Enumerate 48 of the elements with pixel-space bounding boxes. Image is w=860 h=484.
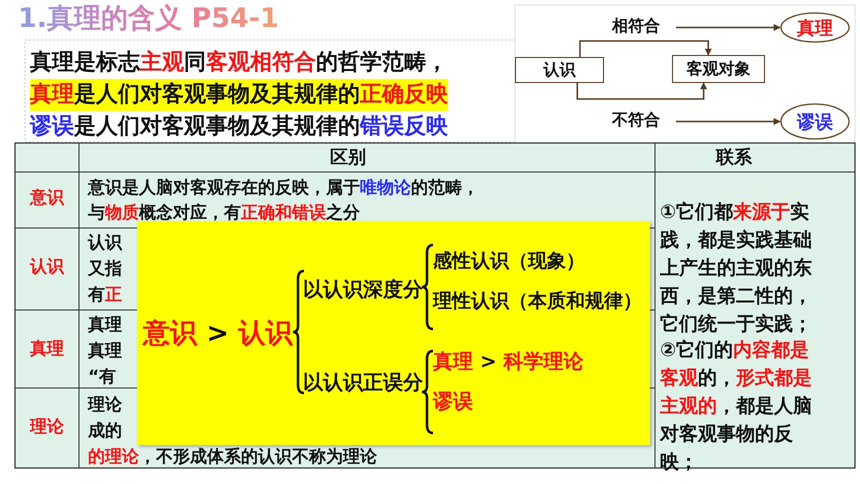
arrow <box>576 82 708 100</box>
cell-text: 理论 <box>88 394 122 417</box>
node-text: 认识 <box>544 60 576 80</box>
cell-text: 的范畴， <box>411 177 479 200</box>
process-box <box>515 57 604 83</box>
arrow <box>676 24 781 31</box>
cell-text: 与物质概念对应，有正确和错误之分 <box>88 202 360 225</box>
ellipse-text: 真理 <box>797 16 833 40</box>
row-label: 理论 <box>28 416 65 439</box>
leaf-text: 感性认识（现象） <box>433 249 585 274</box>
result-ellipse <box>780 12 850 43</box>
arrow <box>676 118 781 125</box>
intro-term: 错误反映 <box>360 113 448 141</box>
intro-term: 谬误 <box>30 113 74 141</box>
branch-text: 以认识正误分 <box>303 369 423 395</box>
highlight-panel <box>137 221 650 445</box>
row-label: 意识 <box>28 187 66 210</box>
ellipse-text: 谬误 <box>797 110 833 134</box>
cell-text: 真理 <box>88 340 122 363</box>
row-label: 真理 <box>29 338 65 361</box>
column-header: 联系 <box>716 146 752 170</box>
intro-sentence: 真理是人们对客观事物及其规律的正确反映 <box>30 79 448 111</box>
cell-text: 真理 <box>88 314 122 337</box>
node-text: 客观对象 <box>686 58 750 80</box>
column-header: 区别 <box>330 146 366 170</box>
leaf-text: 理性认识（本质和规律） <box>433 289 642 314</box>
leaf-text: 真理 > 科学理论 <box>433 348 584 374</box>
cell-text: 成的 <box>88 420 122 443</box>
cell-text: 认识 <box>88 232 122 255</box>
cell-text: 意识是人脑对客观存在的反映，属于 <box>88 177 360 200</box>
row-label: 认识 <box>28 256 66 279</box>
intro-sentence: 是人们对客观事物及其规律的 <box>74 112 360 141</box>
tree-root-text: 意识 > 认识 <box>143 317 292 351</box>
cell-term: 唯物论 <box>360 177 411 200</box>
cell-text: ②它们的内容都是客观的，形式都是主观的，都是人脑对客观事物的反映； <box>660 338 813 475</box>
cell-text: ①它们都来源于实践，都是实践基础上产生的主观的东西，是第二性的，它们统一于实践； <box>660 200 813 337</box>
arrow <box>579 40 712 57</box>
branch-text: 以认识深度分 <box>303 276 423 302</box>
leaf-text: 谬误 <box>433 388 473 414</box>
cell-text: 有正 <box>88 284 122 307</box>
cell-text: “有 <box>88 366 116 389</box>
process-box <box>672 55 765 83</box>
intro-sentence: 真理是标志主观同客观相符合的哲学范畴， <box>30 48 448 77</box>
node-text: 不符合 <box>612 110 660 130</box>
node-text: 相符合 <box>612 16 660 36</box>
result-ellipse <box>780 103 850 140</box>
cell-text: 又指 <box>88 258 122 281</box>
cell-text: 的理论，不形成体系的认识不称为理论 <box>88 446 377 469</box>
